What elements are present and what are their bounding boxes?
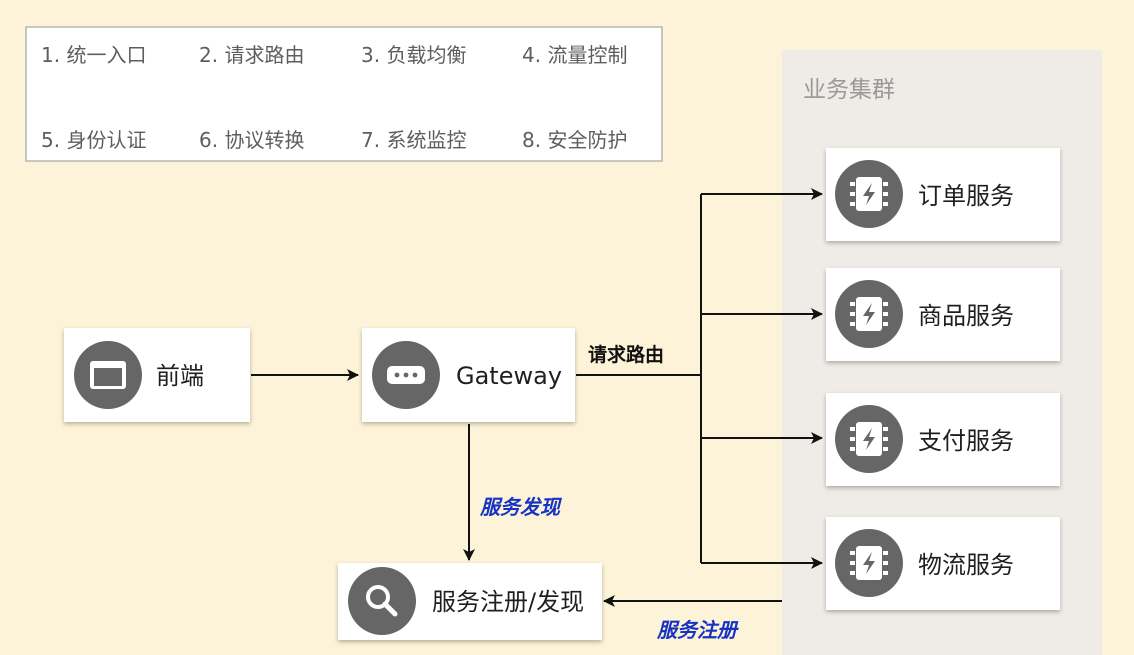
service-node: 商品服务 bbox=[826, 268, 1060, 361]
gateway-label: Gateway bbox=[456, 362, 562, 390]
frontend-node: 前端 bbox=[64, 328, 250, 422]
service-label: 物流服务 bbox=[918, 551, 1014, 579]
edge-label-registration: 服务注册 bbox=[656, 618, 739, 642]
service-label: 支付服务 bbox=[918, 427, 1014, 455]
service-label: 商品服务 bbox=[918, 302, 1014, 330]
registry-label: 服务注册/发现 bbox=[432, 588, 584, 616]
gateway-node: Gateway bbox=[362, 328, 575, 422]
microservice-chip-icon bbox=[835, 280, 903, 348]
service-label: 订单服务 bbox=[918, 182, 1014, 210]
search-icon bbox=[348, 567, 416, 635]
edge-label-discovery: 服务发现 bbox=[479, 495, 563, 519]
feature-item: 6. 协议转换 bbox=[199, 128, 304, 152]
service-node: 订单服务 bbox=[826, 148, 1060, 241]
feature-item: 5. 身份认证 bbox=[41, 128, 146, 152]
window-icon bbox=[74, 341, 142, 409]
microservice-chip-icon bbox=[835, 160, 903, 228]
feature-item: 1. 统一入口 bbox=[41, 43, 146, 67]
ellipsis-icon bbox=[372, 341, 440, 409]
edges bbox=[251, 188, 823, 607]
feature-item: 7. 系统监控 bbox=[361, 128, 466, 152]
edge-label-routing: 请求路由 bbox=[588, 343, 664, 366]
cluster-title: 业务集群 bbox=[803, 77, 895, 103]
microservice-chip-icon bbox=[835, 405, 903, 473]
feature-item: 3. 负载均衡 bbox=[361, 43, 466, 67]
microservice-chip-icon bbox=[835, 529, 903, 597]
feature-list: 1. 统一入口 2. 请求路由 3. 负载均衡 4. 流量控制 5. 身份认证 … bbox=[25, 26, 663, 162]
service-node: 物流服务 bbox=[826, 517, 1060, 610]
frontend-label: 前端 bbox=[156, 362, 204, 390]
service-node: 支付服务 bbox=[826, 393, 1060, 486]
feature-item: 2. 请求路由 bbox=[199, 43, 304, 67]
feature-item: 8. 安全防护 bbox=[522, 128, 627, 152]
feature-item: 4. 流量控制 bbox=[522, 43, 627, 67]
registry-node: 服务注册/发现 bbox=[338, 563, 602, 640]
